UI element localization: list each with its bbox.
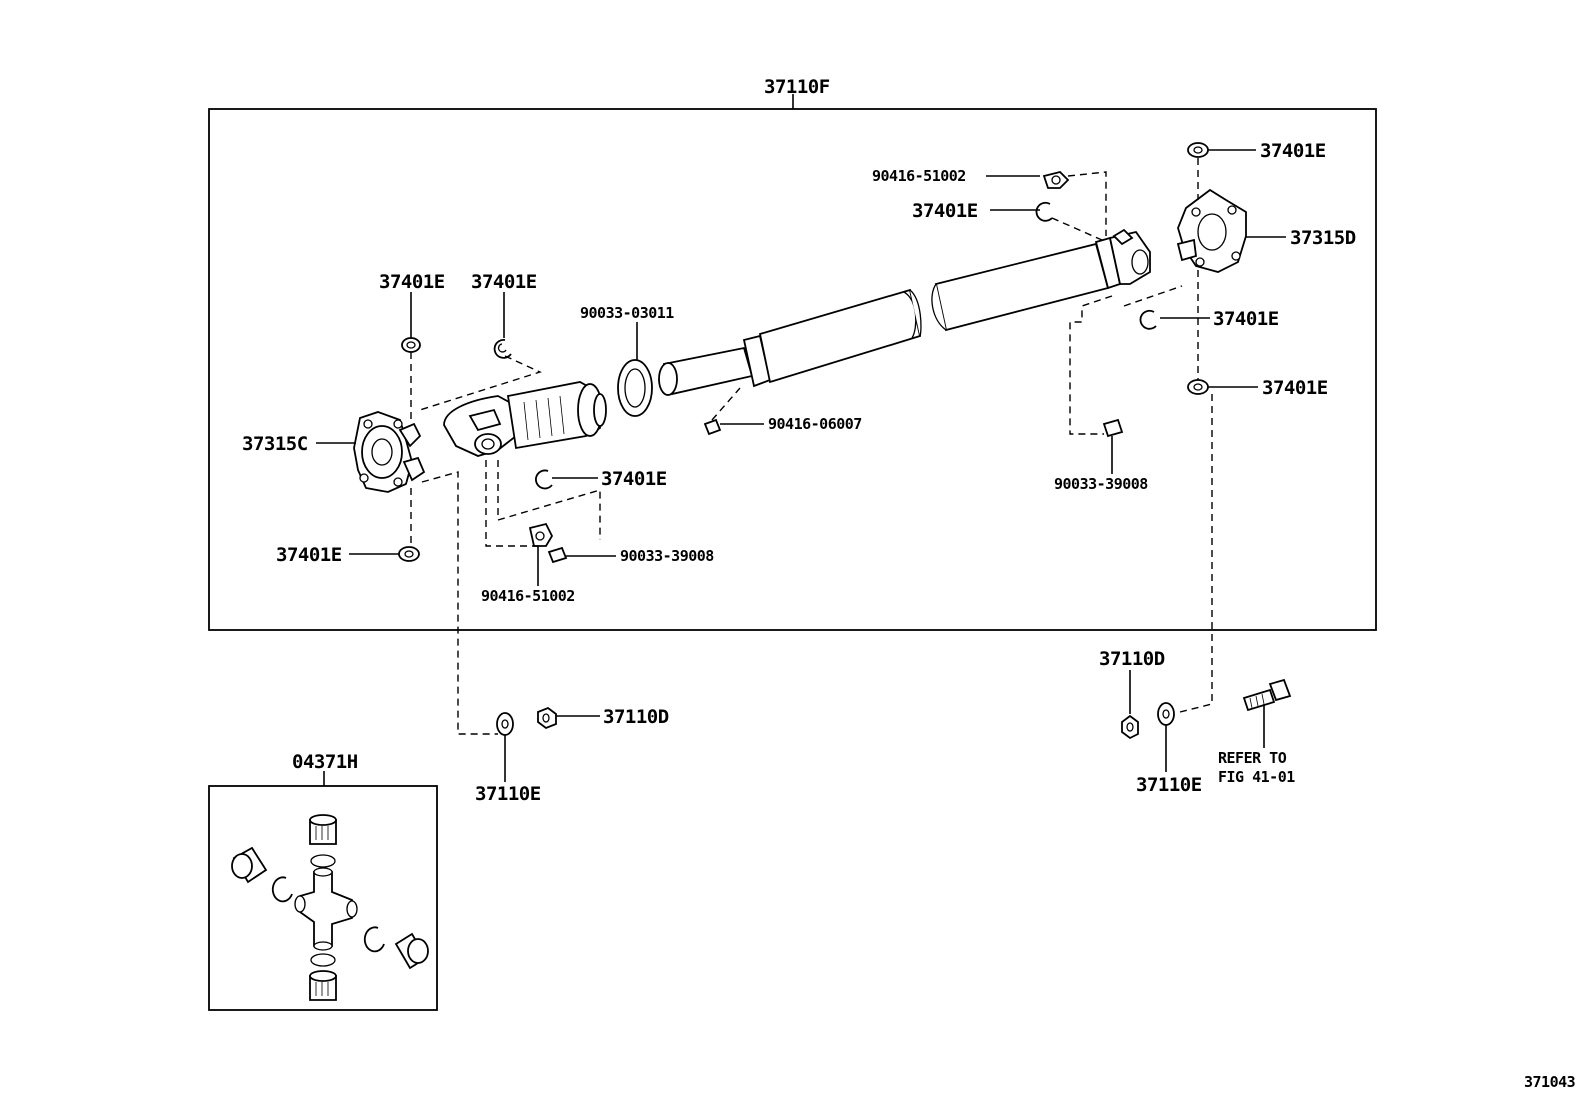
rear-flange-yoke[interactable] <box>1176 188 1247 273</box>
propeller-shaft-tube[interactable] <box>658 228 1151 396</box>
bolt-rear[interactable] <box>1242 678 1292 712</box>
label-snap-ring-g[interactable]: 37401E <box>1213 308 1279 330</box>
label-nut-rear[interactable]: 37110D <box>1099 648 1165 670</box>
label-plug-rear[interactable]: 90033-39008 <box>1054 475 1149 493</box>
grease-fitting-mid[interactable] <box>703 418 722 436</box>
label-dust-seal[interactable]: 90033-03011 <box>580 304 675 322</box>
dust-seal[interactable] <box>617 359 653 417</box>
grease-fitting-rear[interactable] <box>1042 171 1070 189</box>
label-flange-front[interactable]: 37315C <box>242 433 308 455</box>
diagram-code: 371043 <box>1524 1073 1576 1091</box>
label-snap-ring-h[interactable]: 37401E <box>1262 377 1328 399</box>
label-flange-rear[interactable]: 37315D <box>1290 227 1356 249</box>
grease-fitting-front[interactable] <box>528 522 554 547</box>
washer-front[interactable] <box>496 712 514 736</box>
plug-front[interactable] <box>547 546 568 564</box>
washer-rear[interactable] <box>1157 702 1175 726</box>
snap-ring-front-yoke-bottom[interactable] <box>535 469 553 490</box>
snap-ring-front-top[interactable] <box>401 337 421 353</box>
snap-ring-front-yoke-top[interactable] <box>493 339 512 359</box>
label-snap-ring-e[interactable]: 37401E <box>912 200 978 222</box>
snap-ring-rear-side[interactable] <box>1139 309 1157 330</box>
label-assembly[interactable]: 37110F <box>764 76 830 98</box>
label-snap-ring-c[interactable]: 37401E <box>276 544 342 566</box>
spider-kit-frame <box>208 785 438 1011</box>
nut-rear[interactable] <box>1121 714 1139 740</box>
label-grease-fitting-front[interactable]: 90416-51002 <box>481 587 575 605</box>
label-snap-ring-b[interactable]: 37401E <box>471 271 537 293</box>
label-grease-fitting-mid[interactable]: 90416-06007 <box>768 415 862 433</box>
label-snap-ring-d[interactable]: 37401E <box>601 468 667 490</box>
label-refer-line1[interactable]: REFER TO <box>1218 749 1287 767</box>
snap-ring-rear-top[interactable] <box>1187 142 1209 158</box>
label-washer-front[interactable]: 37110E <box>475 783 541 805</box>
label-spider-kit[interactable]: 04371H <box>292 751 358 773</box>
label-snap-ring-f[interactable]: 37401E <box>1260 140 1326 162</box>
label-refer-line2[interactable]: FIG 41-01 <box>1218 768 1296 786</box>
snap-ring-rear-bottom[interactable] <box>1187 379 1209 395</box>
plug-rear[interactable] <box>1102 418 1124 438</box>
spider-kit-parts[interactable] <box>231 814 429 1001</box>
snap-ring-front-bottom[interactable] <box>398 546 420 562</box>
front-slip-yoke[interactable] <box>443 381 607 457</box>
label-washer-rear[interactable]: 37110E <box>1136 774 1202 796</box>
front-flange-yoke[interactable] <box>353 411 426 493</box>
label-plug-front[interactable]: 90033-39008 <box>620 547 715 565</box>
label-grease-fitting-rear[interactable]: 90416-51002 <box>872 167 966 185</box>
nut-front[interactable] <box>537 706 557 730</box>
label-snap-ring-a[interactable]: 37401E <box>379 271 445 293</box>
label-nut-front[interactable]: 37110D <box>603 706 669 728</box>
snap-ring-rear-yoke-top[interactable] <box>1035 201 1053 222</box>
